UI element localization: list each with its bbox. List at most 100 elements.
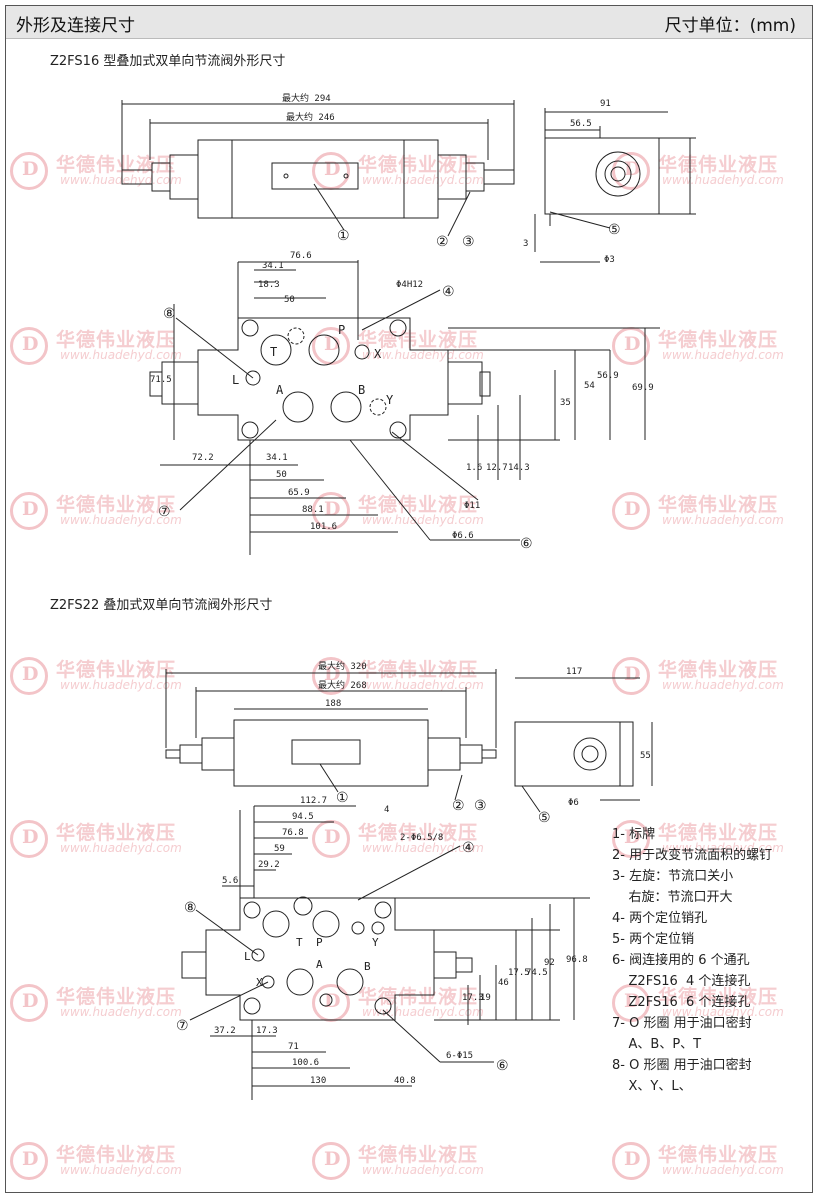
dim-40-8: 40.8 <box>394 1076 416 1086</box>
valve-body-plan-view <box>197 317 449 441</box>
legend-item: X、Y、L、 <box>612 1079 692 1094</box>
port-l-22: L <box>244 950 251 963</box>
dim-69-9: 69.9 <box>632 383 654 393</box>
legend-item: Z2FS16 4 个连接孔 <box>612 974 751 989</box>
dim-100-6: 100.6 <box>292 1058 319 1068</box>
dim-12-7: 12.7 <box>486 463 508 473</box>
dim-112-7: 112.7 <box>300 796 327 806</box>
callout-6-22: ⑥ <box>496 1058 509 1074</box>
legend-item: 5- 两个定位销 <box>612 932 695 947</box>
dim-65-9: 65.9 <box>288 488 310 498</box>
dim-phi6: Φ6 <box>568 798 579 808</box>
dim-17-5: 17.5 <box>508 968 530 978</box>
callout-8: ⑧ <box>163 306 176 322</box>
dim-59: 59 <box>274 844 285 854</box>
dim-72-2: 72.2 <box>192 453 214 463</box>
callout-8-22: ⑧ <box>184 900 197 916</box>
legend-item: 4- 两个定位销孔 <box>612 911 708 926</box>
dim-71-5: 71.5 <box>150 375 172 385</box>
legend-item: A、B、P、T <box>612 1037 702 1052</box>
section-title-z2fs22: Z2FS22 叠加式双单向节流阀外形尺寸 <box>50 598 273 613</box>
port-a: A <box>276 383 284 397</box>
dim-56-9: 56.9 <box>597 371 619 381</box>
dim-74-5: 74.5 <box>526 968 548 978</box>
dim-18-3: 18.3 <box>258 280 280 290</box>
dim-5-6: 5.6 <box>222 876 238 886</box>
legend-item: 右旋：节流口开大 <box>612 890 733 905</box>
valve-body-side-view <box>544 137 660 215</box>
dim-92: 92 <box>544 958 555 968</box>
page-title: 外形及连接尺寸 <box>16 16 135 36</box>
dim-3: 3 <box>523 239 528 249</box>
nameplate-22 <box>291 739 361 765</box>
dim-phi3: Φ3 <box>604 255 615 265</box>
dim-88-1: 88.1 <box>302 505 324 515</box>
port-l: L <box>232 373 239 387</box>
dim-76-6: 76.6 <box>290 251 312 261</box>
dim-34-1: 34.1 <box>262 261 284 271</box>
dim-phi6-6: Φ6.6 <box>452 531 474 541</box>
callout-7: ⑦ <box>158 504 171 520</box>
callout-5: ⑤ <box>608 222 621 238</box>
dim-71: 71 <box>288 1042 299 1052</box>
dim-max-268: 最大约 268 <box>318 679 367 691</box>
callout-6: ⑥ <box>520 536 533 552</box>
legend-item: 2- 用于改变节流面积的螺钉 <box>612 848 773 863</box>
port-b: B <box>358 383 365 397</box>
dim-188: 188 <box>325 699 341 709</box>
callout-1: ① <box>337 228 350 244</box>
port-y: Y <box>386 393 394 407</box>
dim-117: 117 <box>566 667 582 677</box>
dim-101-6: 101.6 <box>310 522 337 532</box>
dim-14-3: 14.3 <box>508 463 530 473</box>
dim-96-8: 96.8 <box>566 955 588 965</box>
valve-body-top-view-22 <box>233 719 429 787</box>
legend-item: 6- 阀连接用的 6 个通孔 <box>612 953 750 968</box>
page-header: 外形及连接尺寸 尺寸单位：(mm) <box>6 6 812 39</box>
dim-56-5: 56.5 <box>570 119 592 129</box>
callout-3-22: ③ <box>474 798 487 814</box>
callout-4: ④ <box>442 284 455 300</box>
dim-35: 35 <box>560 398 571 408</box>
dim-130: 130 <box>310 1076 326 1086</box>
dim-94-5: 94.5 <box>292 812 314 822</box>
dim-phi11: Φ11 <box>464 501 480 511</box>
port-a-22: A <box>316 958 323 971</box>
dim-17-3b: 17.3 <box>256 1026 278 1036</box>
port-t: T <box>270 345 277 359</box>
unit-label: 尺寸单位：(mm) <box>664 16 796 36</box>
dim-54: 54 <box>584 381 595 391</box>
dim-max-320: 最大约 320 <box>318 660 367 672</box>
port-p-22: P <box>316 936 323 949</box>
legend-item: 1- 标牌 <box>612 827 656 842</box>
port-x: X <box>374 347 382 361</box>
dim-46: 46 <box>498 978 509 988</box>
dim-1-6: 1.6 <box>466 463 482 473</box>
dim-76-8: 76.8 <box>282 828 304 838</box>
callout-2-22: ② <box>452 798 465 814</box>
section-title-z2fs16: Z2FS16 型叠加式双单向节流阀外形尺寸 <box>50 54 286 69</box>
port-b-22: B <box>364 960 371 973</box>
dim-34-1b: 34.1 <box>266 453 288 463</box>
dim-phi4h12: Φ4H12 <box>396 280 423 290</box>
dim-max-294: 最大约 294 <box>282 92 331 104</box>
dim-max-246: 最大约 246 <box>286 111 335 123</box>
callout-7-22: ⑦ <box>176 1018 189 1034</box>
callout-4-22: ④ <box>462 840 475 856</box>
dim-50b: 50 <box>276 470 287 480</box>
port-p: P <box>338 323 345 337</box>
page-frame <box>5 5 813 1193</box>
legend-item: 3- 左旋：节流口关小 <box>612 869 734 884</box>
callout-5-22: ⑤ <box>538 810 551 826</box>
port-x-22: X <box>256 976 263 989</box>
dim-29-2: 29.2 <box>258 860 280 870</box>
valve-body-side-view-22 <box>514 721 634 787</box>
dim-55: 55 <box>640 751 651 761</box>
legend-list: 1- 标牌 2- 用于改变节流面积的螺钉 3- 左旋：节流口关小 右旋：节流口开… <box>612 824 772 1097</box>
dim-50: 50 <box>284 295 295 305</box>
callout-2: ② <box>436 234 449 250</box>
valve-body-top-view <box>197 139 439 219</box>
callout-3: ③ <box>462 234 475 250</box>
dim-37-2: 37.2 <box>214 1026 236 1036</box>
dim-17-3: 17.3 <box>462 993 484 1003</box>
